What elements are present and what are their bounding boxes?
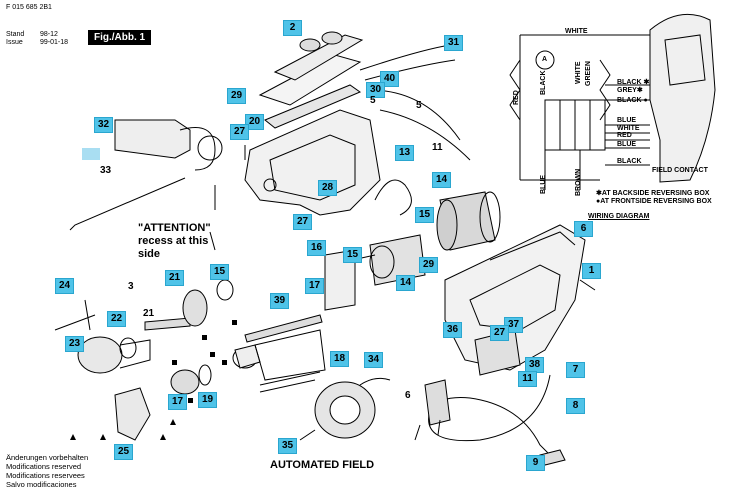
switch-buttons bbox=[299, 38, 321, 52]
part-label-17b: 17 bbox=[168, 394, 187, 410]
part-label-16: 16 bbox=[307, 240, 326, 256]
wire-white-top: WHITE bbox=[565, 28, 588, 35]
part-label-8: 8 bbox=[566, 398, 585, 414]
doc-number: F 015 685 2B1 bbox=[6, 4, 52, 11]
part-label-23: 23 bbox=[65, 336, 84, 352]
attention-title: "ATTENTION" bbox=[138, 222, 211, 234]
wire-v-green: GREEN bbox=[585, 61, 592, 86]
attention-line2: side bbox=[138, 248, 161, 260]
armature bbox=[369, 234, 426, 286]
wire-red: RED bbox=[617, 132, 632, 139]
part-label-14: 14 bbox=[396, 275, 415, 291]
housing-left bbox=[244, 109, 381, 216]
part-label-15a: 15 bbox=[415, 207, 434, 223]
part-label-20: 20 bbox=[245, 114, 264, 130]
part-label-24: 24 bbox=[55, 278, 74, 294]
wire-v-brown: BROWN bbox=[575, 168, 582, 196]
part-label-32: 32 bbox=[94, 117, 113, 133]
footnote-2: Modifications reserved bbox=[6, 462, 82, 471]
part-label-28: 28 bbox=[318, 180, 337, 196]
circuit-board bbox=[264, 84, 362, 129]
wire-harness bbox=[359, 44, 471, 161]
part-label-1: 1 bbox=[582, 263, 601, 279]
part-label-22: 22 bbox=[107, 311, 126, 327]
depth-rod bbox=[69, 177, 186, 231]
wire-white-2: WHITE bbox=[617, 125, 640, 132]
motor-symbol: A bbox=[542, 56, 548, 63]
part-label-21a: 21 bbox=[165, 270, 184, 286]
wiring-note-1: ✱AT BACKSIDE REVERSING BOX bbox=[596, 190, 710, 197]
part-label-17a: 17 bbox=[305, 278, 324, 294]
part-label-27b: 27 bbox=[293, 214, 312, 230]
part-label-4: 5 bbox=[416, 100, 422, 111]
shaft-39 bbox=[244, 314, 323, 343]
part-label-3: 3 bbox=[128, 281, 134, 292]
part-label-5-top: 5 bbox=[370, 95, 376, 106]
part-label-39: 39 bbox=[270, 293, 289, 309]
part-label-5-right: 6 bbox=[574, 221, 593, 237]
part-label-12: 13 bbox=[395, 145, 414, 161]
part-label-2: 2 bbox=[283, 20, 302, 36]
part-label-26: 29 bbox=[227, 88, 246, 104]
part-label-27a: 27 bbox=[230, 124, 249, 140]
part-label-7: 7 bbox=[566, 362, 585, 378]
wire-v-red: RED bbox=[513, 90, 520, 105]
wiring-frame bbox=[519, 34, 651, 181]
chuck bbox=[77, 336, 123, 374]
issue-label: Issue bbox=[6, 39, 23, 46]
part-label-27c: 27 bbox=[490, 325, 509, 341]
part-label-15b: 15 bbox=[343, 247, 362, 263]
wire-blue-1: BLUE bbox=[617, 117, 637, 124]
side-handle bbox=[114, 119, 191, 159]
part-label-35: 35 bbox=[278, 438, 297, 454]
footnote-3: Modifications reservees bbox=[6, 471, 85, 480]
part-label-6: 6 bbox=[405, 390, 411, 401]
part-label-13: 14 bbox=[432, 172, 451, 188]
wiring-title: WIRING DIAGRAM bbox=[588, 213, 650, 220]
wire-blue-2: BLUE bbox=[617, 141, 637, 148]
part-label-10: 11 bbox=[518, 371, 537, 387]
automated-field-label: AUTOMATED FIELD bbox=[270, 459, 375, 471]
wire-grey: GREY✱ bbox=[617, 87, 643, 94]
part-label-33: 33 bbox=[100, 165, 112, 176]
stand-value: 98-12 bbox=[40, 31, 58, 38]
wire-black-1: BLACK ✱ bbox=[617, 79, 650, 86]
gear-housing bbox=[114, 387, 151, 441]
spindle bbox=[144, 317, 191, 331]
stand-label: Stand bbox=[6, 31, 25, 38]
figure-label: Fig./Abb. 1 bbox=[88, 30, 152, 45]
chuck-key bbox=[54, 299, 96, 331]
gear-21 bbox=[182, 289, 208, 327]
part-label-11: 11 bbox=[432, 142, 443, 153]
part-label-15c: 15 bbox=[210, 264, 229, 280]
part-label-34: 34 bbox=[364, 352, 383, 368]
wire-v-blue: BLUE bbox=[540, 174, 547, 194]
plug bbox=[424, 379, 451, 426]
wiring-note-2: ●AT FRONTSIDE REVERSING BOX bbox=[596, 198, 712, 205]
part-label-9: 9 bbox=[526, 455, 545, 471]
wire-field-contact: FIELD CONTACT bbox=[652, 167, 708, 174]
part-label-18: 18 bbox=[330, 351, 349, 367]
attention-line1: recess at this bbox=[138, 235, 209, 247]
wire-black-3: BLACK bbox=[617, 158, 642, 165]
wire-black-2: BLACK ● bbox=[617, 97, 648, 104]
part-label-29: 29 bbox=[419, 257, 438, 273]
wire-v-black: BLACK bbox=[540, 70, 547, 96]
wire-v-white: WHITE bbox=[575, 61, 582, 84]
footnote-1: Änderungen vorbehalten bbox=[6, 453, 89, 462]
bracket-18 bbox=[254, 329, 326, 381]
issue-value: 99-01-18 bbox=[40, 39, 69, 46]
part-label-36: 36 bbox=[443, 322, 462, 338]
part-label-25: 25 bbox=[114, 444, 133, 460]
part-label-30: 30 bbox=[366, 82, 385, 98]
footnote-4: Salvo modificaciones bbox=[6, 480, 77, 489]
part-label-19: 19 bbox=[198, 392, 217, 408]
part-label-21b: 21 bbox=[143, 308, 155, 319]
part-label-31: 31 bbox=[444, 35, 463, 51]
wiring-drill-outline bbox=[649, 13, 716, 183]
